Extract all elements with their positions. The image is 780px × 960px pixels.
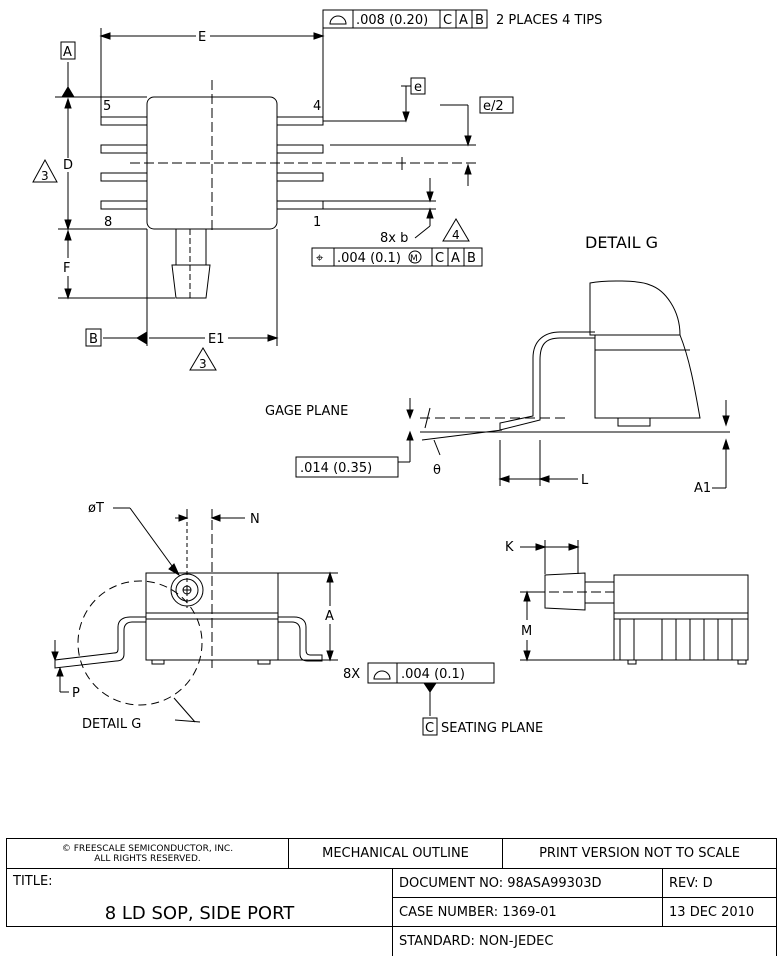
fcf-top-datum-a: A [459,13,468,28]
title-block: © FREESCALE SEMICONDUCTOR, INC. ALL RIGH… [6,838,778,956]
drawing-labels: .008 (0.20) C A B 2 PLACES 4 TIPS A B C … [41,13,711,736]
fcf-position-datum-c: C [435,251,444,266]
detail-g-label: DETAIL G [82,717,141,732]
copyright-line-1: © FREESCALE SEMICONDUCTOR, INC. [61,843,234,854]
dim-e-half-label: e/2 [483,99,504,114]
standard: STANDARD: NON-JEDEC [391,926,778,956]
revision: REV: D [662,868,778,898]
side-view [51,507,495,736]
note-3-top: 3 [41,169,49,183]
dim-m-label: M [521,624,532,639]
fcf-position-modifier: M [410,254,418,264]
document-number: DOCUMENT NO: 98ASA99303D [391,868,664,898]
dim-a-label: A [325,609,334,624]
dim-a1-label: A1 [694,481,711,496]
fcf-position-symbol: ⌖ [316,251,324,266]
dim-d-label: D [63,158,73,173]
gage-plane-label: GAGE PLANE [265,404,348,419]
dim-e-label: E [198,30,206,45]
pin-8-label: 8 [104,215,112,230]
dim-b-label: 8x b [380,231,408,246]
fcf-top-value: .008 (0.20) [356,13,428,28]
fcf-position-datum-b: B [467,251,476,266]
fcf-top-datum-c: C [443,13,452,28]
document-title: 8 LD SOP, SIDE PORT [104,903,295,924]
pin-5-label: 5 [103,99,111,114]
lead [100,172,148,182]
fcf-position-datum-a: A [451,251,460,266]
print-version-note: PRINT VERSION NOT TO SCALE [502,838,778,869]
mechanical-outline: MECHANICAL OUTLINE [287,838,504,869]
end-view [520,540,749,665]
note-4: 4 [452,228,460,242]
dim-p-label: P [72,686,80,701]
dim-k-label: K [505,540,514,555]
title-cell: TITLE: 8 LD SOP, SIDE PORT [6,868,393,927]
copyright-line-2: ALL RIGHTS RESERVED. [94,853,201,864]
gage-value: .014 (0.35) [300,461,372,476]
dim-l-label: L [581,473,589,488]
theta-label: θ [433,463,441,478]
lead [100,200,148,210]
top-view [32,9,514,371]
fcf-seating-prefix: 8X [343,667,360,682]
lead [100,116,148,126]
dim-e-box-label: e [414,80,422,95]
dim-t-label: øT [88,501,104,516]
detail-g-title: DETAIL G [585,233,658,252]
fcf-seating-value: .004 (0.1) [401,667,465,682]
fcf-position-value: .004 (0.1) [337,251,401,266]
fcf-top-note: 2 PLACES 4 TIPS [496,13,602,28]
release-date: 13 DEC 2010 [662,897,778,927]
seating-plane-label: SEATING PLANE [441,721,543,736]
detail-g-view [295,280,730,489]
lead [100,144,148,154]
dim-n-label: N [250,512,260,527]
lead [276,200,324,210]
note-3-bottom: 3 [199,357,207,371]
copyright-cell: © FREESCALE SEMICONDUCTOR, INC. ALL RIGH… [6,838,289,869]
datum-b-label: B [89,332,98,347]
dim-f-label: F [63,261,70,276]
dim-e1-label: E1 [208,332,225,347]
title-label: TITLE: [13,874,53,889]
pin-1-label: 1 [313,215,321,230]
datum-a-label: A [63,45,72,60]
lead [276,144,324,154]
fcf-top-datum-b: B [475,13,484,28]
lead [276,172,324,182]
pin-4-label: 4 [313,99,321,114]
lead [276,116,324,126]
datum-c-label: C [425,721,434,736]
case-number: CASE NUMBER: 1369-01 [391,897,664,927]
